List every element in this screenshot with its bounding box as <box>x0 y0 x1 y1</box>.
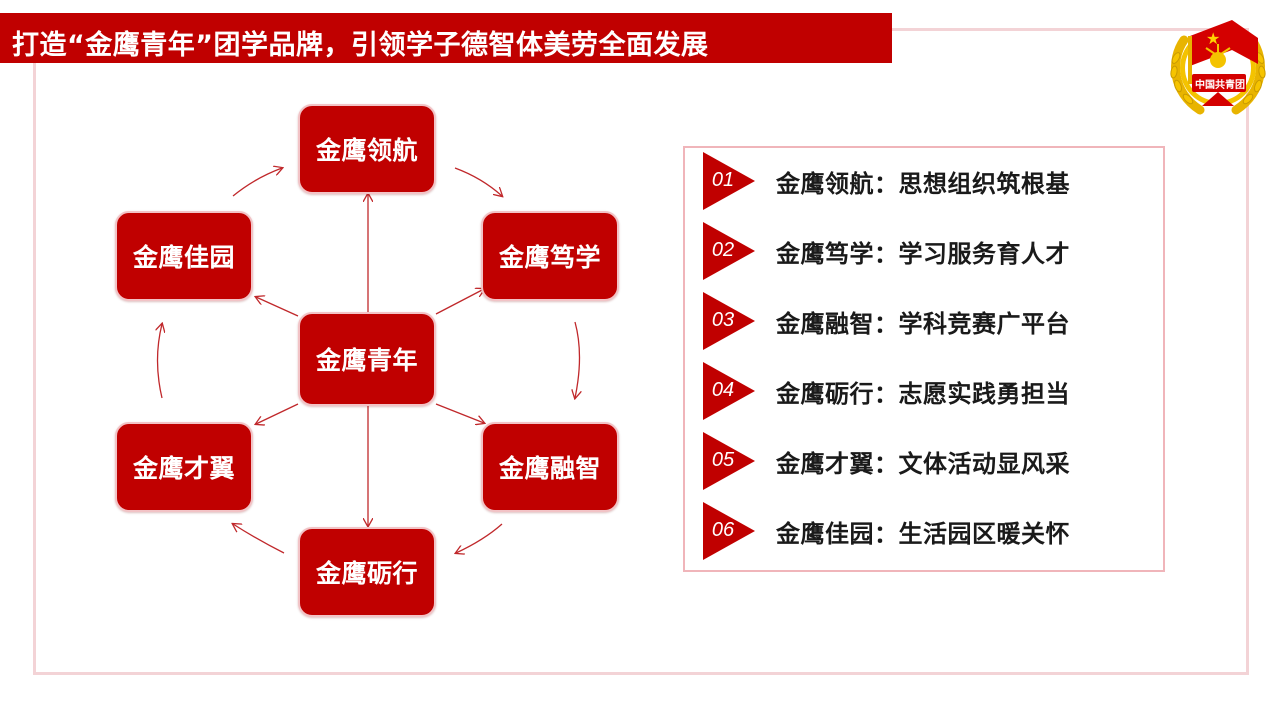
node-jinying-lixing: 金鹰砺行 <box>298 527 436 617</box>
item-text: 金鹰融智：学科竞赛广平台 <box>776 310 1070 338</box>
number-badge-icon: 01 <box>703 152 757 210</box>
item-text: 金鹰佳园：生活园区暖关怀 <box>776 520 1070 548</box>
item-text: 金鹰笃学：学习服务育人才 <box>776 240 1070 268</box>
spoke-to-jiayuan <box>256 297 299 317</box>
list-item: 03 金鹰融智：学科竞赛广平台 <box>703 292 1153 350</box>
item-text: 金鹰才翼：文体活动显风采 <box>776 450 1070 478</box>
spoke-to-rongzhi <box>435 403 484 423</box>
item-number: 02 <box>711 239 735 261</box>
number-badge-icon: 05 <box>703 432 757 490</box>
item-number: 01 <box>711 169 735 191</box>
number-badge-icon: 04 <box>703 362 757 420</box>
item-number: 06 <box>711 519 735 541</box>
item-number: 03 <box>711 309 735 331</box>
item-text: 金鹰领航：思想组织筑根基 <box>776 170 1070 198</box>
list-item: 04 金鹰砺行：志愿实践勇担当 <box>703 362 1153 420</box>
node-jinying-rongzhi: 金鹰融智 <box>481 422 619 512</box>
list-item: 02 金鹰笃学：学习服务育人才 <box>703 222 1153 280</box>
cycle-arrow-lingh-duxue <box>454 167 502 196</box>
cycle-arrow-duxue-rongzhi <box>575 321 580 398</box>
cycle-arrow-rongzhi-lixing <box>456 523 503 553</box>
title-bar: 打造“金鹰青年”团学品牌，引领学子德智体美劳全面发展 <box>0 13 892 63</box>
item-number: 05 <box>711 449 735 471</box>
item-text: 金鹰砺行：志愿实践勇担当 <box>776 380 1070 408</box>
number-badge-icon: 06 <box>703 502 757 560</box>
number-badge-icon: 03 <box>703 292 757 350</box>
cycle-arrow-jiayuan-lingh <box>232 168 282 197</box>
page-title: 打造“金鹰青年”团学品牌，引领学子德智体美劳全面发展 <box>12 30 709 61</box>
node-jinying-duxue: 金鹰笃学 <box>481 211 619 301</box>
spoke-to-duxue <box>435 289 484 315</box>
node-jinying-linghang: 金鹰领航 <box>298 104 436 194</box>
cycle-arrow-lixing-caiyi <box>233 524 285 554</box>
node-jinying-qingnian-center: 金鹰青年 <box>298 312 436 406</box>
emblem-text: 中国共青团 <box>1195 78 1245 91</box>
cycle-arrow-caiyi-jiayuan <box>158 324 163 399</box>
list-item: 05 金鹰才翼：文体活动显风采 <box>703 432 1153 490</box>
item-number: 04 <box>711 379 735 401</box>
list-item: 06 金鹰佳园：生活园区暖关怀 <box>703 502 1153 560</box>
number-badge-icon: 02 <box>703 222 757 280</box>
spoke-to-caiyi <box>256 403 299 424</box>
node-jinying-jiayuan: 金鹰佳园 <box>115 211 253 301</box>
emblem-star-icon: ★ <box>1206 29 1220 48</box>
pillar-list: 01 金鹰领航：思想组织筑根基 02 金鹰笃学：学习服务育人才 03 金鹰融智：… <box>683 146 1165 572</box>
list-item: 01 金鹰领航：思想组织筑根基 <box>703 152 1153 210</box>
youth-league-emblem: ★ 中国共青团 <box>1162 10 1274 118</box>
node-jinying-caiyi: 金鹰才翼 <box>115 422 253 512</box>
